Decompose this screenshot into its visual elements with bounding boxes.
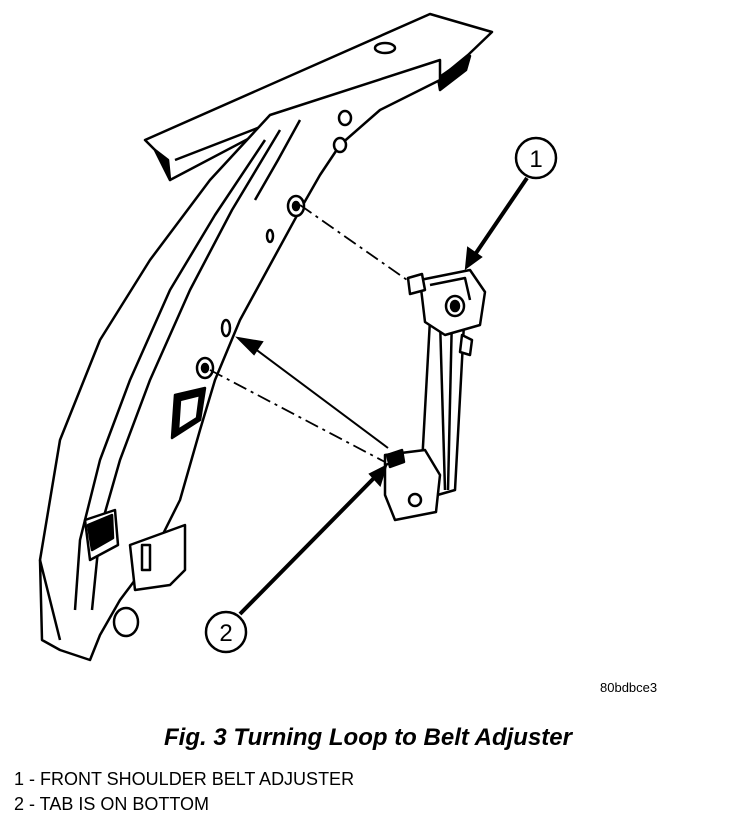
legend-item-1: 1 - FRONT SHOULDER BELT ADJUSTER bbox=[14, 769, 355, 789]
b-pillar bbox=[38, 58, 442, 662]
callout-2: 2 bbox=[204, 464, 388, 654]
figure-code: 80bdbce3 bbox=[600, 680, 658, 695]
legend: 1 - FRONT SHOULDER BELT ADJUSTER 2 - TAB… bbox=[14, 767, 354, 817]
callout-1-number: 1 bbox=[529, 146, 542, 173]
callout-1: 1 bbox=[464, 136, 558, 271]
motion-arrow bbox=[235, 336, 389, 449]
alignment-lines bbox=[209, 204, 411, 463]
legend-item-2: 2 - TAB IS ON BOTTOM bbox=[14, 794, 210, 814]
figure-caption: Fig. 3 Turning Loop to Belt Adjuster bbox=[164, 724, 572, 751]
technical-diagram: 1 2 bbox=[38, 12, 558, 662]
belt-adjuster bbox=[383, 268, 487, 522]
callout-2-number: 2 bbox=[219, 620, 232, 647]
